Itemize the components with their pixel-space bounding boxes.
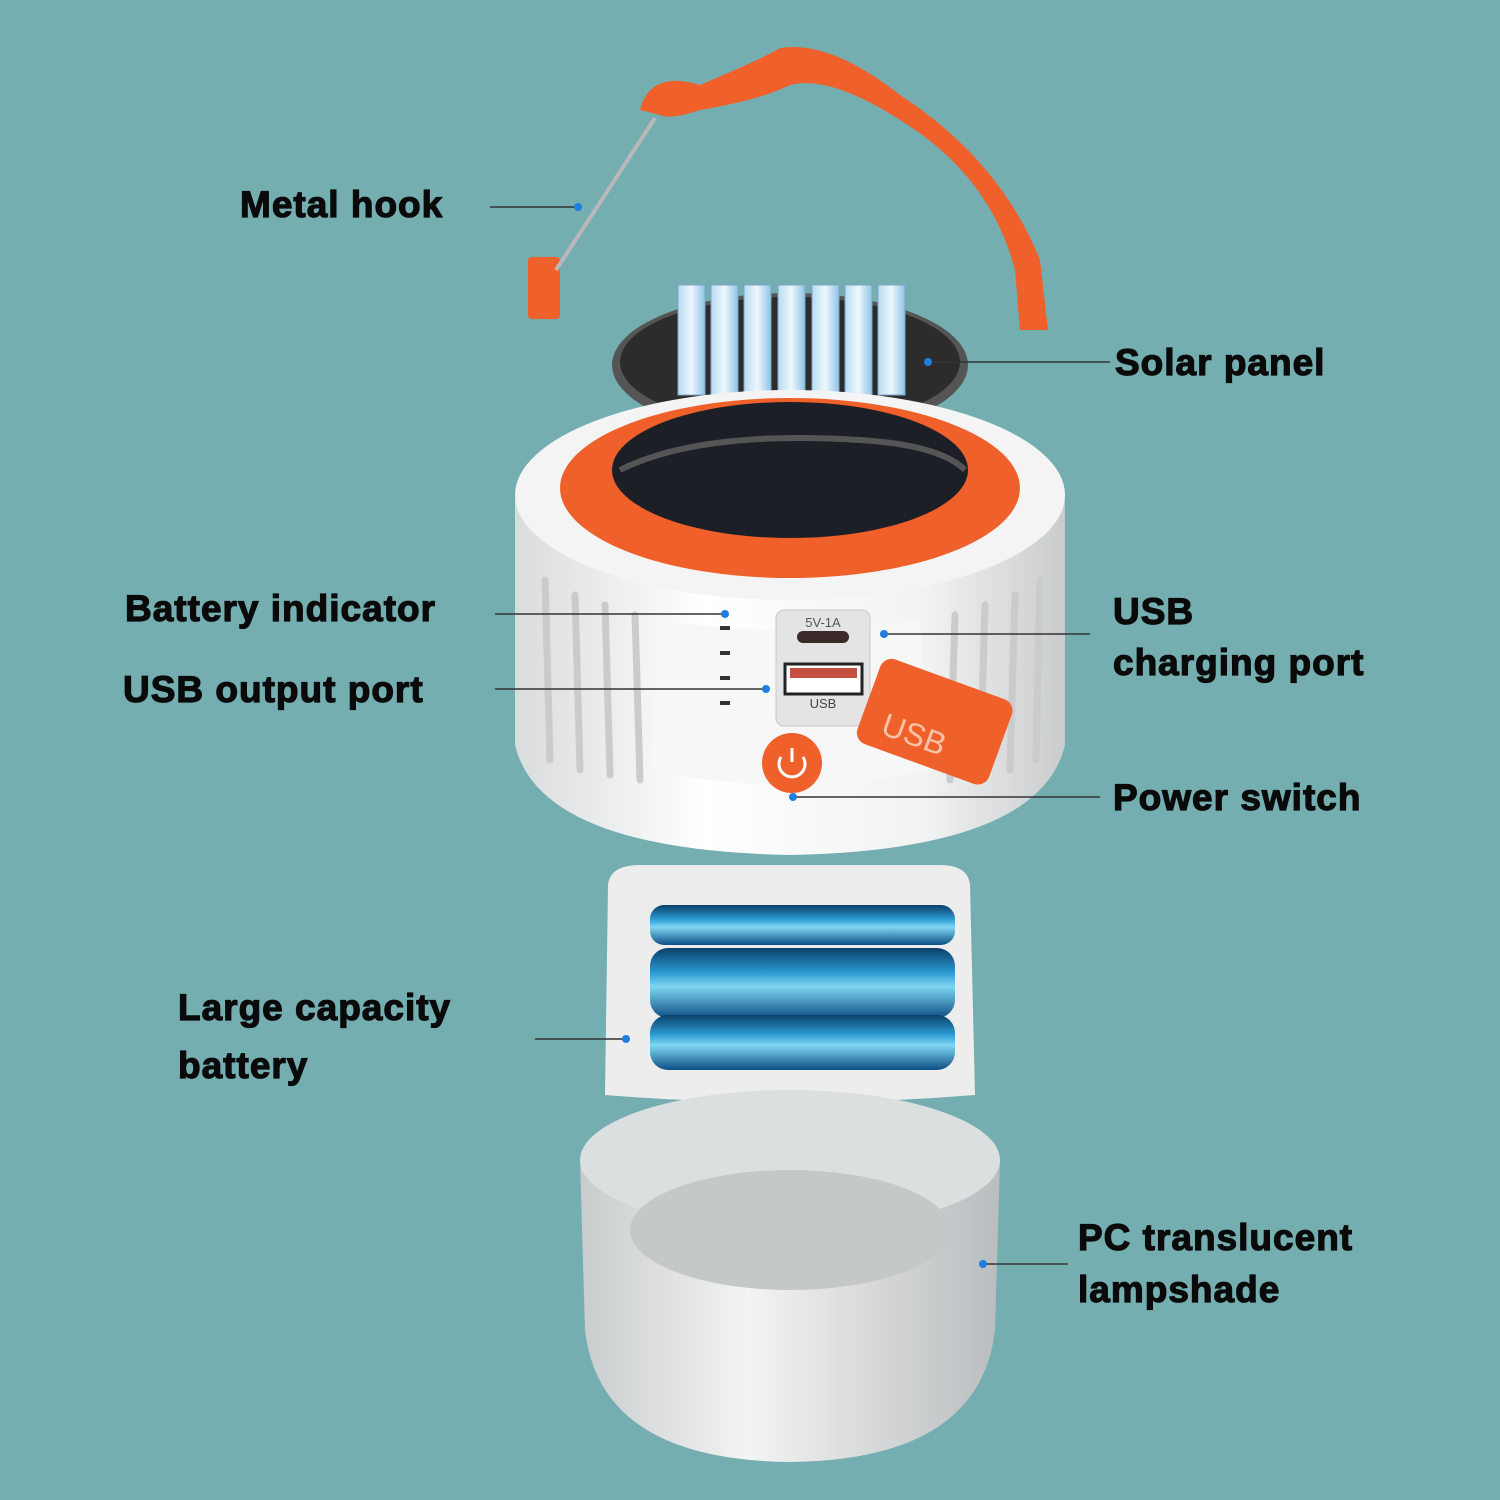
power-icon: [777, 756, 807, 779]
battery-cell: [650, 905, 955, 945]
battery-cell: [650, 1015, 955, 1070]
label-solar-panel: Solar panel: [1114, 341, 1326, 383]
label-lampshade-1: PC translucent: [1077, 1216, 1354, 1258]
label-power-switch: Power switch: [1112, 776, 1362, 818]
label-lampshade-2: lampshade: [1077, 1268, 1281, 1310]
charging-port-rating: 5V-1A: [805, 615, 841, 630]
handle: [528, 46, 1048, 330]
leader-lines: [490, 206, 1110, 1265]
lampshade: [580, 1090, 1000, 1462]
label-usb-charging-port-2: charging port: [1112, 641, 1365, 683]
usb-port-marking: USB: [810, 696, 837, 711]
power-button: [762, 733, 822, 793]
battery-tray: [605, 865, 975, 1103]
label-battery-2: battery: [177, 1044, 309, 1086]
leader-dots: [574, 203, 987, 1268]
micro-usb-port: [797, 631, 849, 643]
metal-hook: [554, 116, 657, 272]
label-battery-indicator: Battery indicator: [124, 587, 437, 629]
label-battery-1: Large capacity: [177, 986, 452, 1028]
label-metal-hook: Metal hook: [239, 183, 444, 225]
main-body: 5V-1A USB USB: [515, 390, 1065, 855]
label-usb-charging-port-1: USB: [1112, 590, 1195, 632]
battery-cell: [650, 948, 955, 1018]
battery-indicator-leds: [720, 626, 730, 705]
label-usb-output-port: USB output port: [122, 668, 424, 710]
